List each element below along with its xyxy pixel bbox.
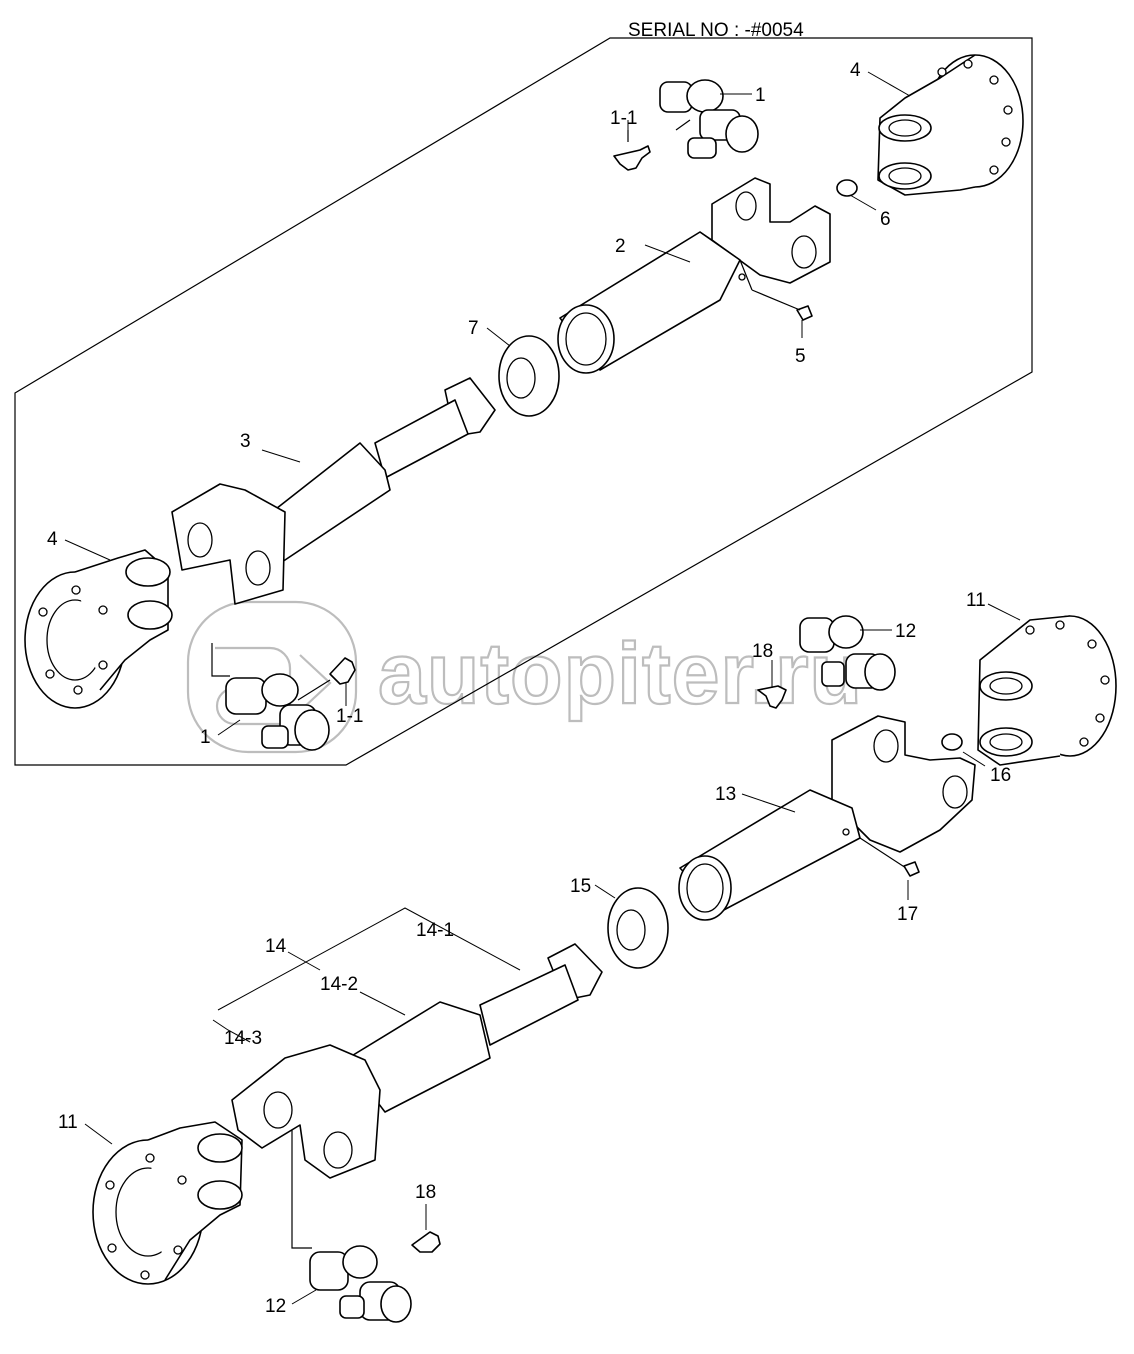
universal-joint-bottom-a	[211, 643, 330, 751]
flange-yoke-right	[977, 615, 1117, 766]
callout-4: 4	[850, 60, 861, 81]
splined-shaft-tube-b	[231, 943, 603, 1179]
callout-14-2: 14-2	[320, 974, 358, 995]
callout-16: 16	[990, 765, 1011, 786]
callout-5: 5	[795, 346, 806, 367]
grease-fitting-top-b	[757, 685, 787, 709]
grease-nipple-b	[903, 861, 920, 877]
callout-11-right: 11	[966, 590, 986, 611]
callout-14-3: 14-3	[224, 1028, 262, 1049]
callout-4-left: 4	[47, 529, 58, 550]
callout-15: 15	[570, 876, 591, 897]
snap-ring-b	[941, 733, 963, 751]
flange-yoke-top	[877, 54, 1024, 196]
callout-1-1: 1-1	[610, 108, 637, 129]
callout-labels: 1 1-1 4 6 2 7 5 3 4 1 1-1 11 12 18 16 13…	[47, 60, 1011, 1317]
grease-fitting-top	[613, 130, 651, 171]
universal-joint-bottom-b	[291, 1130, 412, 1323]
callout-14: 14	[265, 936, 287, 957]
callout-6: 6	[880, 209, 891, 230]
callout-17: 17	[897, 904, 918, 925]
callout-1-1-bottom: 1-1	[336, 706, 363, 727]
callout-11-left: 11	[58, 1112, 78, 1133]
callout-18-bottom: 18	[415, 1182, 436, 1203]
callout-7: 7	[468, 318, 479, 339]
grease-fitting-bottom-b	[411, 1231, 441, 1253]
snap-ring-top	[836, 179, 858, 197]
callout-1: 1	[755, 85, 766, 106]
slip-yoke-sleeve-b	[678, 715, 976, 921]
watermark-text: autopiter.ru	[378, 626, 863, 722]
leader-lines	[64, 71, 1021, 1305]
leader-5-to-sleeve	[751, 289, 801, 311]
callout-3: 3	[240, 431, 251, 452]
seal-ring-b	[607, 887, 669, 969]
callout-2: 2	[615, 236, 626, 257]
callout-12-bottom: 12	[265, 1296, 286, 1317]
grease-fitting-bottom-a	[297, 657, 356, 701]
slip-yoke-sleeve	[557, 177, 831, 374]
assembly-a-boundary	[14, 37, 1033, 766]
callout-13: 13	[715, 784, 736, 805]
grease-nipple-a	[796, 305, 813, 321]
flange-yoke-left	[24, 549, 173, 709]
callout-14-1: 14-1	[416, 920, 454, 941]
serial-number: SERIAL NO : -#0054	[628, 20, 804, 41]
callout-1-bottom: 1	[200, 727, 211, 748]
universal-joint-top	[659, 79, 759, 159]
flange-yoke-left-b	[92, 1121, 243, 1285]
callout-12-top: 12	[895, 621, 916, 642]
seal-ring-a	[498, 335, 560, 417]
splined-shaft-tube	[171, 377, 496, 605]
callout-18-top: 18	[752, 641, 773, 662]
universal-joint-top-b	[799, 615, 896, 691]
watermark: autopiter.ru	[186, 600, 863, 754]
